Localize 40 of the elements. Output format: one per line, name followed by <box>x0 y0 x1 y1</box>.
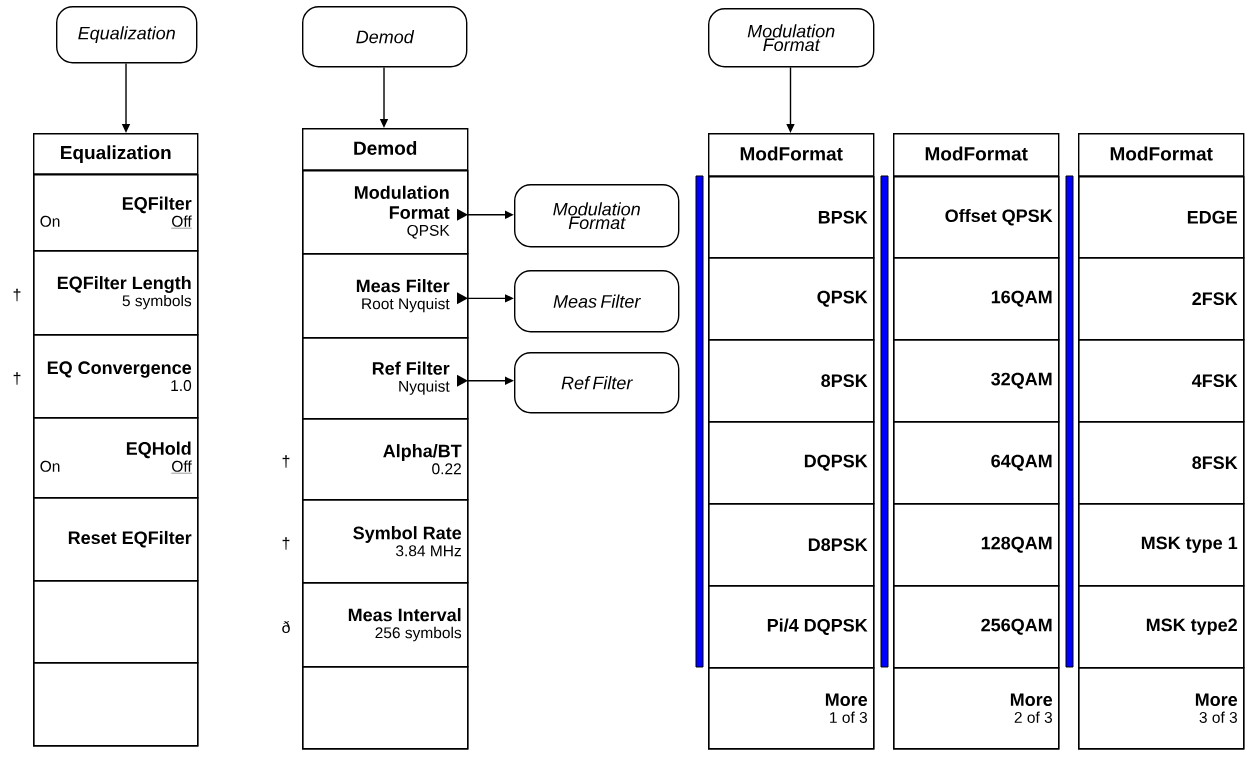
softkey: Symbol Rate 3.84 MHz <box>302 499 469 584</box>
softkey: MSK type 1 <box>1078 503 1245 587</box>
softkey: More 1 of 3 <box>708 667 875 750</box>
footnote-mark: † <box>282 455 290 468</box>
softkey: Pi/4 DQPSK <box>708 585 875 669</box>
softkey: EQ Convergence 1.0 <box>33 334 199 419</box>
softkey: Offset QPSK <box>893 176 1060 259</box>
softkey: 32QAM <box>893 339 1060 423</box>
softkey: 16QAM <box>893 257 1060 341</box>
softkey: MSK type2 <box>1078 585 1245 669</box>
softkey: 64QAM <box>893 421 1060 505</box>
softkey: 2FSK <box>1078 257 1245 341</box>
softkey: Ref Filter Nyquist <box>302 337 469 420</box>
softkey: EQHold On Off <box>33 417 199 499</box>
softkey: More 2 of 3 <box>893 667 1060 750</box>
softkey: Alpha/BT 0.22 <box>302 418 469 501</box>
footnote-mark: † <box>13 288 21 302</box>
footnote-mark: † <box>13 372 21 385</box>
footnote-mark: † <box>282 537 290 550</box>
softkey: Reset EQFilter <box>33 497 199 582</box>
softkey: QPSK <box>708 257 875 341</box>
softkey: Meas Interval 256 symbols <box>302 582 469 668</box>
softkey: More 3 of 3 <box>1078 667 1245 750</box>
softkey <box>33 580 199 664</box>
softkey: Modulation Format QPSK <box>302 170 469 255</box>
softkey: 128QAM <box>893 503 1060 587</box>
softkey: EQFilter Length 5 symbols <box>33 250 199 336</box>
softkey: D8PSK <box>708 503 875 587</box>
softkey: EQFilter On Off <box>33 174 199 252</box>
softkey: EDGE <box>1078 176 1245 259</box>
softkey: Meas Filter Root Nyquist <box>302 253 469 339</box>
softkey: DQPSK <box>708 421 875 505</box>
footnote-mark: ð <box>282 621 290 633</box>
softkey: 4FSK <box>1078 339 1245 423</box>
softkey: BPSK <box>708 176 875 259</box>
softkey: 256QAM <box>893 585 1060 669</box>
softkey <box>33 662 199 747</box>
softkey: 8PSK <box>708 339 875 423</box>
softkey <box>302 666 469 750</box>
softkey: 8FSK <box>1078 421 1245 505</box>
